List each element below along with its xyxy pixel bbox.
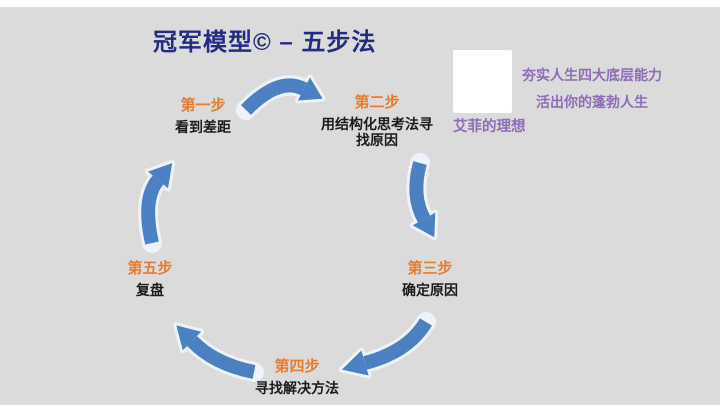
step-5-desc: 复盘 xyxy=(136,282,164,298)
step-3-desc: 确定原因 xyxy=(402,282,458,298)
step-2-label: 第二步 xyxy=(354,94,400,111)
step-3-label: 第三步 xyxy=(407,260,453,277)
step-1-label: 第一步 xyxy=(180,97,226,114)
logo-placeholder xyxy=(453,50,512,113)
step-3: 第三步 确定原因 xyxy=(368,261,492,298)
brand-tagline: 夯实人生四大底层能力 活出你的蓬勃人生 xyxy=(512,62,672,116)
brand-tagline-line2: 活出你的蓬勃人生 xyxy=(536,94,648,110)
step-2-desc: 用结构化思考法寻找原因 xyxy=(321,116,433,148)
brand-name: 艾菲的理想 xyxy=(453,119,526,135)
step-1-desc: 看到差距 xyxy=(175,119,231,135)
step-4-desc: 寻找解决方法 xyxy=(255,380,339,396)
brand-tagline-line1: 夯实人生四大底层能力 xyxy=(522,67,662,83)
step-4-label: 第四步 xyxy=(274,358,320,375)
page-title: 冠军模型© – 五步法 xyxy=(153,29,377,56)
step-4: 第四步 寻找解决方法 xyxy=(235,359,359,396)
step-2: 第二步 用结构化思考法寻找原因 xyxy=(318,95,436,148)
step-5-label: 第五步 xyxy=(127,260,173,277)
step-5: 第五步 复盘 xyxy=(88,261,212,298)
step-1: 第一步 看到差距 xyxy=(141,98,265,135)
